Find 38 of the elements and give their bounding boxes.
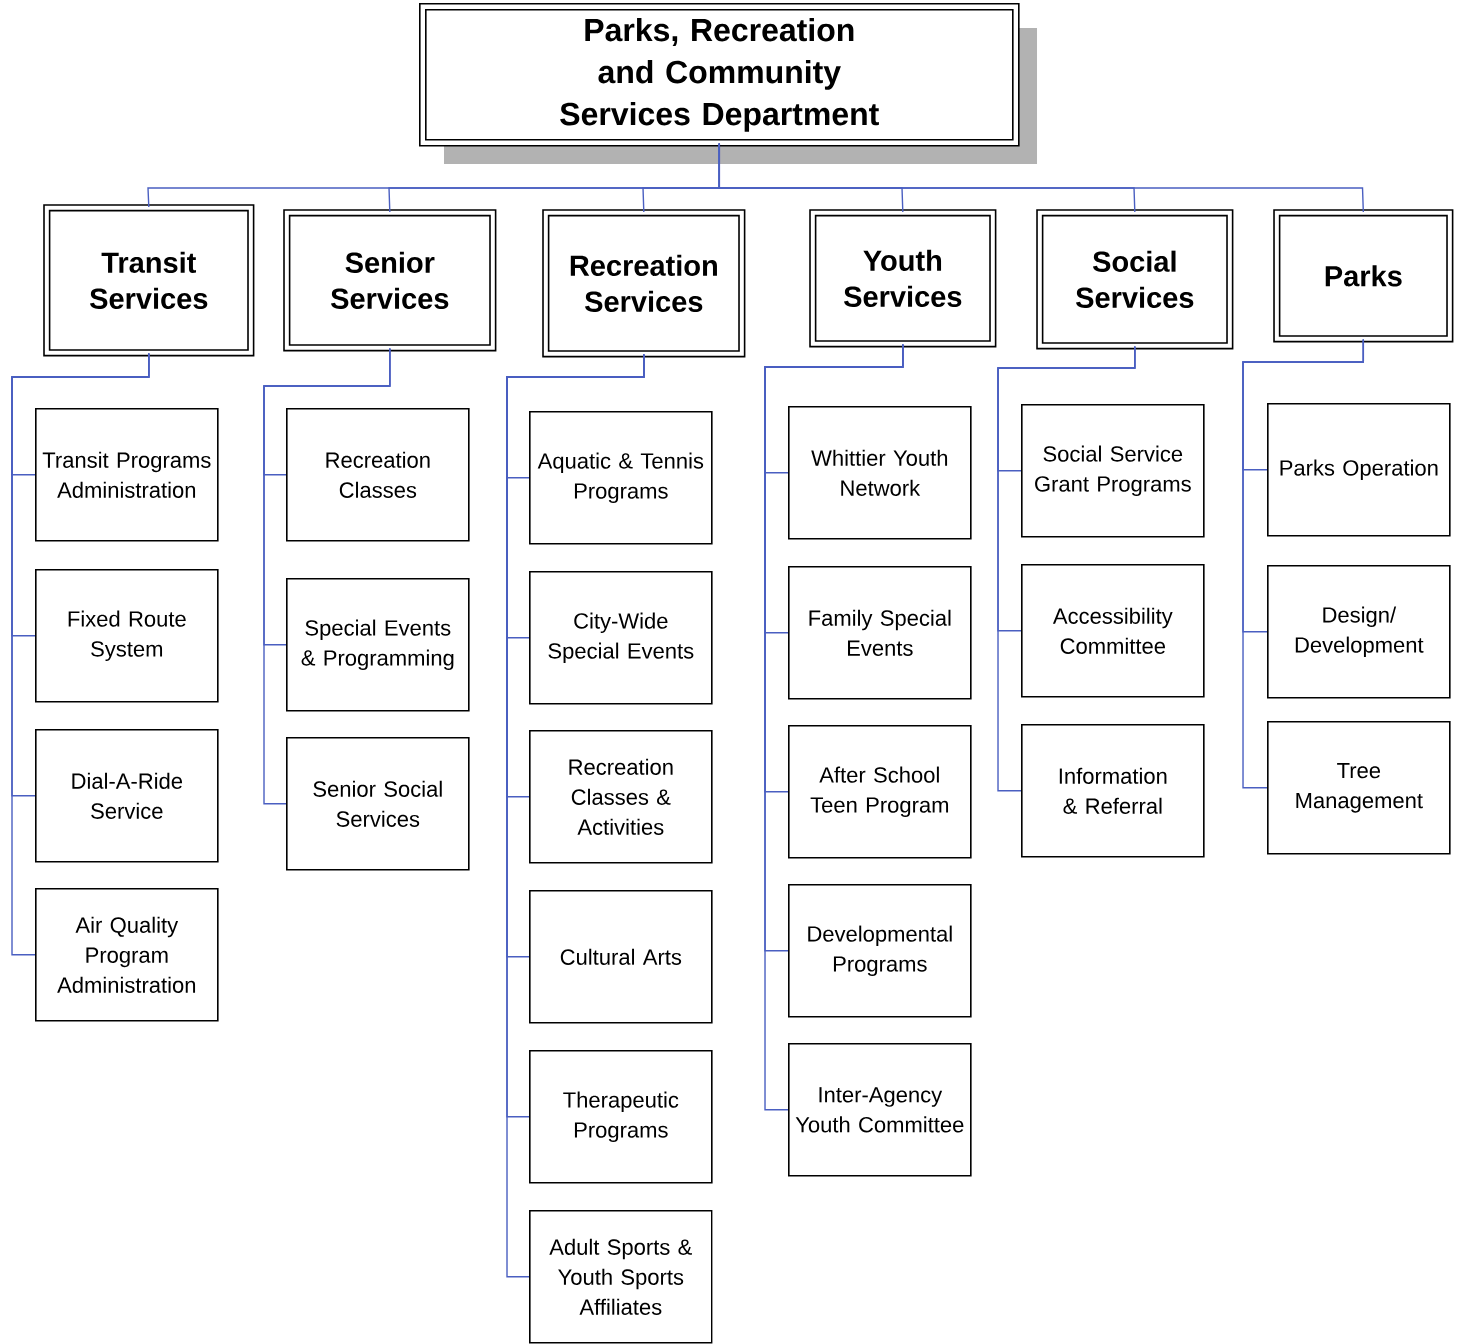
division-box: Senior Services xyxy=(283,209,497,352)
connector-line xyxy=(11,352,150,956)
program-box: Whittier Youth Network xyxy=(788,406,972,540)
program-box: Air Quality Program Administration xyxy=(35,888,219,1022)
division-box: Recreation Services xyxy=(542,209,746,358)
connector-line xyxy=(506,353,645,1278)
connector-line xyxy=(718,142,1364,213)
program-box: Therapeutic Programs xyxy=(529,1050,713,1184)
connector-line xyxy=(263,347,391,805)
connector-line xyxy=(997,345,1136,792)
program-box: Fixed Route System xyxy=(35,569,219,703)
program-box: Parks Operation xyxy=(1267,403,1451,537)
program-box: City-Wide Special Events xyxy=(529,571,713,705)
program-box: Dial-A-Ride Service xyxy=(35,729,219,863)
program-box: After School Teen Program xyxy=(788,725,972,859)
division-box: Social Services xyxy=(1036,209,1234,350)
department-box: Parks, Recreation and Community Services Department xyxy=(419,3,1037,164)
division-box: Parks xyxy=(1273,209,1454,343)
program-box: Recreation Classes xyxy=(286,408,470,542)
program-box: Recreation Classes & Activities xyxy=(529,730,713,864)
program-box: Information & Referral xyxy=(1021,724,1205,858)
program-box: Inter-Agency Youth Committee xyxy=(788,1043,972,1177)
program-box: Design/ Development xyxy=(1267,565,1451,699)
program-box: Cultural Arts xyxy=(529,890,713,1024)
program-box: Senior Social Services xyxy=(286,737,470,871)
division-box: Transit Services xyxy=(43,204,255,357)
program-box: Developmental Programs xyxy=(788,884,972,1018)
program-box: Adult Sports & Youth Sports Affiliates xyxy=(529,1210,713,1344)
program-box: Tree Management xyxy=(1267,721,1451,855)
program-box: Accessibility Committee xyxy=(1021,564,1205,698)
program-box: Family Special Events xyxy=(788,566,972,700)
program-box: Transit Programs Administration xyxy=(35,408,219,542)
division-box: Youth Services xyxy=(809,209,997,348)
program-box: Special Events & Programming xyxy=(286,578,470,712)
connector-line xyxy=(764,343,904,1111)
program-box: Social Service Grant Programs xyxy=(1021,404,1205,538)
connector-line xyxy=(1242,338,1364,789)
program-box: Aquatic & Tennis Programs xyxy=(529,411,713,545)
